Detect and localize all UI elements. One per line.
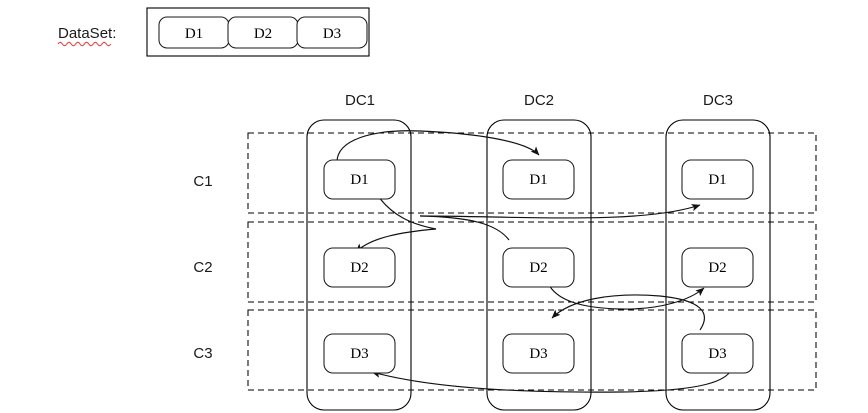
dataset-item-label-2: D3 <box>323 26 341 42</box>
cell-label-dc1-c2: D2 <box>350 260 368 276</box>
arrow-d1-dc1-to-d1-dc2 <box>336 130 540 163</box>
cell-box-dc1-c3[interactable] <box>323 333 396 374</box>
dataset-item-label-1: D2 <box>254 26 272 42</box>
dataset-legend: DataSet: D1 D2 D3 <box>57 7 370 57</box>
column-header-1: DC2 <box>524 92 554 109</box>
row-label-1: C2 <box>193 259 212 276</box>
column-containers <box>306 119 771 411</box>
column-container-dc2 <box>486 119 592 411</box>
row-label-0: C1 <box>193 173 212 190</box>
arrow-d3-dc3-to-d3-dc1 <box>371 363 734 393</box>
cell-box-dc1-c1[interactable] <box>323 159 396 200</box>
column-header-0: DC1 <box>345 92 375 109</box>
cell-box-dc1-c2[interactable] <box>323 247 396 288</box>
spellcheck-squiggle-icon <box>57 41 112 47</box>
cell-label-dc1-c3: D3 <box>350 346 368 362</box>
cell-label-dc2-c1: D1 <box>529 172 547 188</box>
column-container-dc3 <box>665 119 771 411</box>
data-cells: D1 D1 D1 D2 D2 D2 D3 D3 D3 <box>323 159 754 374</box>
cell-box-dc3-c1[interactable] <box>681 159 754 200</box>
cell-label-dc2-c2: D2 <box>529 260 547 276</box>
column-container-dc1 <box>306 119 412 411</box>
dataset-outer-box <box>146 7 370 57</box>
cell-label-dc3-c1: D1 <box>708 172 726 188</box>
column-header-2: DC3 <box>703 92 733 109</box>
cell-label-dc1-c1: D1 <box>350 172 368 188</box>
connection-arcs <box>336 130 734 393</box>
arrow-d1-dc1-to-d2-dc1 <box>355 195 437 253</box>
cell-box-dc2-c2[interactable] <box>502 247 575 288</box>
cell-label-dc3-c2: D2 <box>708 260 726 276</box>
cell-label-dc3-c3: D3 <box>708 346 726 362</box>
cell-box-dc3-c3[interactable] <box>681 333 754 374</box>
row-labels: C1 C2 C3 <box>193 173 212 362</box>
cell-box-dc2-c1[interactable] <box>502 159 575 200</box>
row-container-c3 <box>247 309 817 391</box>
arrow-d2-dc2-to-d2-dc3 <box>547 282 705 310</box>
row-containers <box>247 132 817 391</box>
row-container-c1 <box>247 132 817 214</box>
dataset-item-box-2 <box>296 16 368 49</box>
dataset-label: DataSet: <box>58 25 116 42</box>
row-container-c2 <box>247 221 817 303</box>
cell-box-dc2-c3[interactable] <box>502 333 575 374</box>
cell-box-dc3-c2[interactable] <box>681 247 754 288</box>
column-headers: DC1 DC2 DC3 <box>345 92 733 109</box>
cell-label-dc2-c3: D3 <box>529 346 547 362</box>
arrow-d3-dc3-to-d3-dc2 <box>551 294 705 331</box>
dataset-item-label-0: D1 <box>185 26 203 42</box>
row-label-2: C3 <box>193 345 212 362</box>
arrow-d2-dc2-to-d1-dc3 <box>419 204 701 241</box>
